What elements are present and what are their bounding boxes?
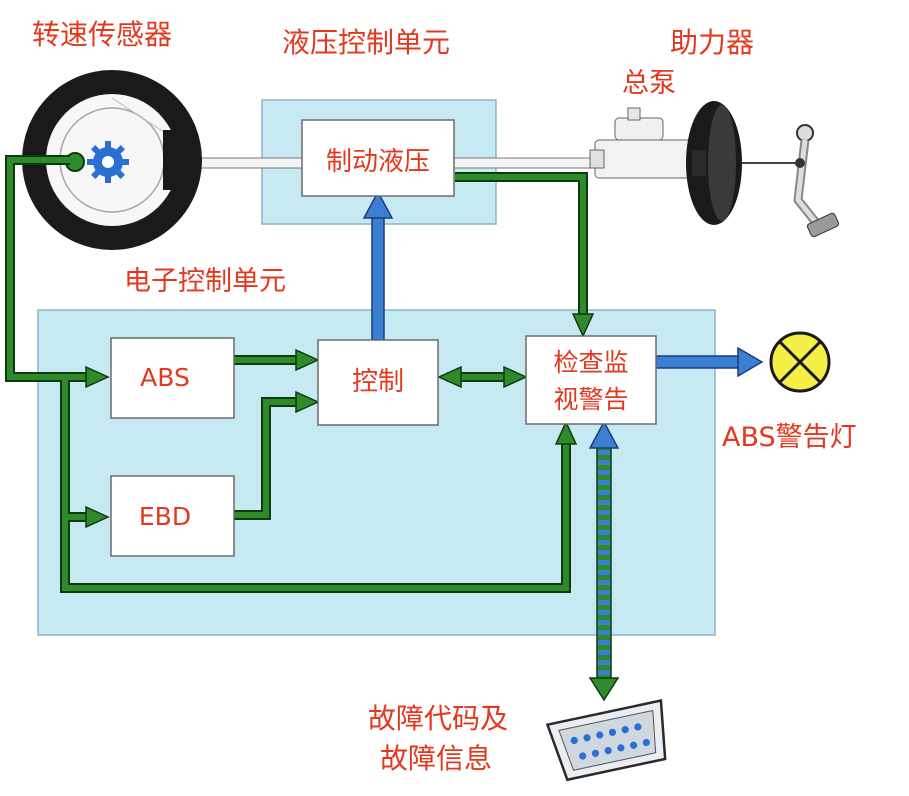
brake-hydraulic-block: 制动液压 (301, 119, 455, 197)
warning-lamp-label: ABS警告灯 (722, 422, 857, 453)
ebd-block: EBD (110, 475, 235, 557)
brake-pedal-icon (742, 124, 840, 238)
abs-block: ABS (110, 337, 235, 419)
monitor-block-line1: 检查监 (553, 348, 628, 377)
control-block-label: 控制 (352, 367, 404, 397)
diagnostic-data-line (588, 420, 620, 702)
diagnostic-connector-icon (545, 699, 667, 782)
monitor-warning-block: 检查监 视警告 (525, 335, 657, 425)
abs-block-label: ABS (140, 363, 190, 392)
control-block: 控制 (317, 339, 439, 426)
fault-code-label-line2: 故障信息 (380, 742, 492, 775)
signal-lines (5, 155, 588, 593)
brake-hydraulic-label: 制动液压 (326, 147, 430, 177)
monitor-block-line2: 视警告 (553, 385, 628, 414)
master-cylinder-label: 总泵 (622, 68, 676, 99)
ecu-label: 电子控制单元 (124, 266, 286, 297)
abs-warning-lamp-icon (769, 331, 831, 393)
fault-code-label-line1: 故障代码及 (368, 702, 508, 735)
signal-arrowheads (85, 313, 595, 529)
ebd-block-label: EBD (139, 502, 191, 531)
speed-sensor-label: 转速传感器 (32, 18, 172, 51)
hydraulic-unit-label: 液压控制单元 (282, 26, 450, 59)
booster-icon (686, 101, 742, 225)
booster-label: 助力器 (670, 26, 754, 59)
wheel-speed-sensor-icon (22, 70, 202, 250)
blue-signal-arrows (362, 190, 764, 378)
master-cylinder-icon (589, 107, 696, 179)
